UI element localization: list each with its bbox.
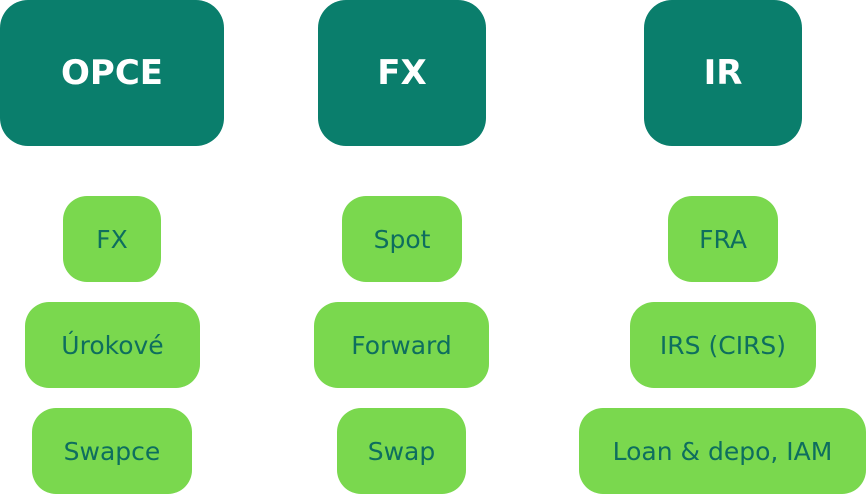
item-fx-forward: Forward bbox=[314, 302, 489, 388]
column-header-ir: IR bbox=[644, 0, 802, 146]
item-opce-fx: FX bbox=[63, 196, 161, 282]
item-opce-urokove: Úrokové bbox=[25, 302, 200, 388]
column-header-opce: OPCE bbox=[0, 0, 224, 146]
item-ir-loan-depo: Loan & depo, IAM bbox=[579, 408, 866, 494]
column-header-fx: FX bbox=[318, 0, 486, 146]
item-ir-irs: IRS (CIRS) bbox=[630, 302, 816, 388]
item-opce-swapce: Swapce bbox=[32, 408, 192, 494]
item-ir-fra: FRA bbox=[668, 196, 778, 282]
item-fx-spot: Spot bbox=[342, 196, 462, 282]
item-fx-swap: Swap bbox=[337, 408, 466, 494]
